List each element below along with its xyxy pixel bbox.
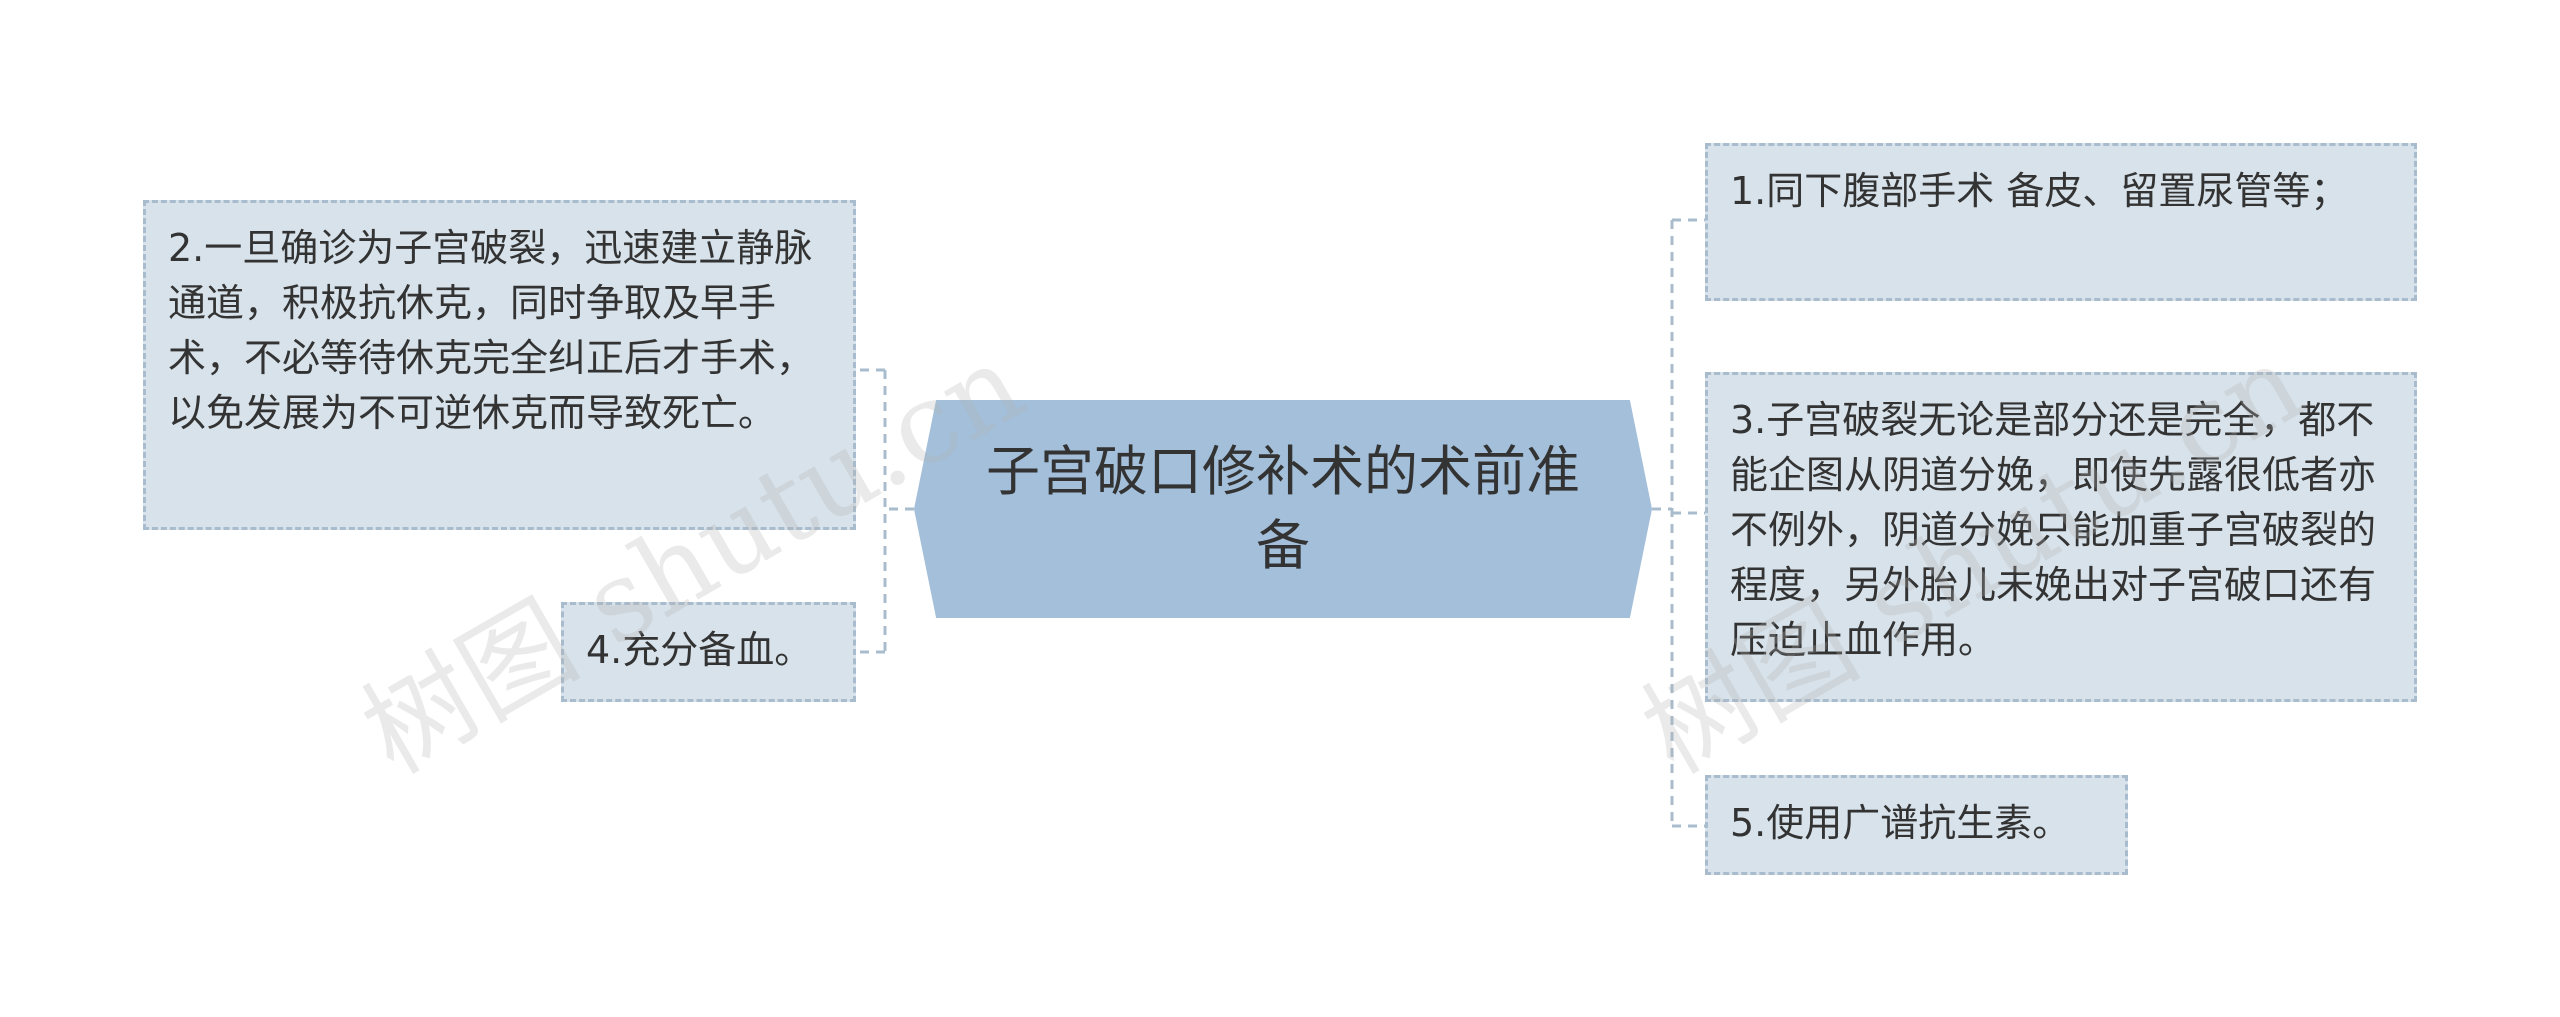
topic-node-5-label: 5.使用广谱抗生素。 <box>1730 801 2071 845</box>
topic-node-3[interactable]: 3.子宫破裂无论是部分还是完全，都不能企图从阴道分娩，即使先露很低者亦不例外，阴… <box>1705 372 2417 702</box>
topic-node-3-label: 3.子宫破裂无论是部分还是完全，都不能企图从阴道分娩，即使先露很低者亦不例外，阴… <box>1730 398 2377 662</box>
central-topic-label: 子宫破口修补术的术前准备 <box>986 440 1580 577</box>
topic-node-1[interactable]: 1.同下腹部手术 备皮、留置尿管等； <box>1705 143 2417 301</box>
topic-node-1-label: 1.同下腹部手术 备皮、留置尿管等； <box>1730 169 2349 213</box>
topic-node-5[interactable]: 5.使用广谱抗生素。 <box>1705 775 2128 875</box>
topic-node-4-label: 4.充分备血。 <box>586 628 813 672</box>
topic-node-4[interactable]: 4.充分备血。 <box>561 602 856 702</box>
central-topic-node[interactable]: 子宫破口修补术的术前准备 <box>914 400 1652 618</box>
topic-node-2-label: 2.一旦确诊为子宫破裂，迅速建立静脉通道，积极抗休克，同时争取及早手术，不必等待… <box>168 226 815 435</box>
topic-node-2[interactable]: 2.一旦确诊为子宫破裂，迅速建立静脉通道，积极抗休克，同时争取及早手术，不必等待… <box>143 200 856 530</box>
